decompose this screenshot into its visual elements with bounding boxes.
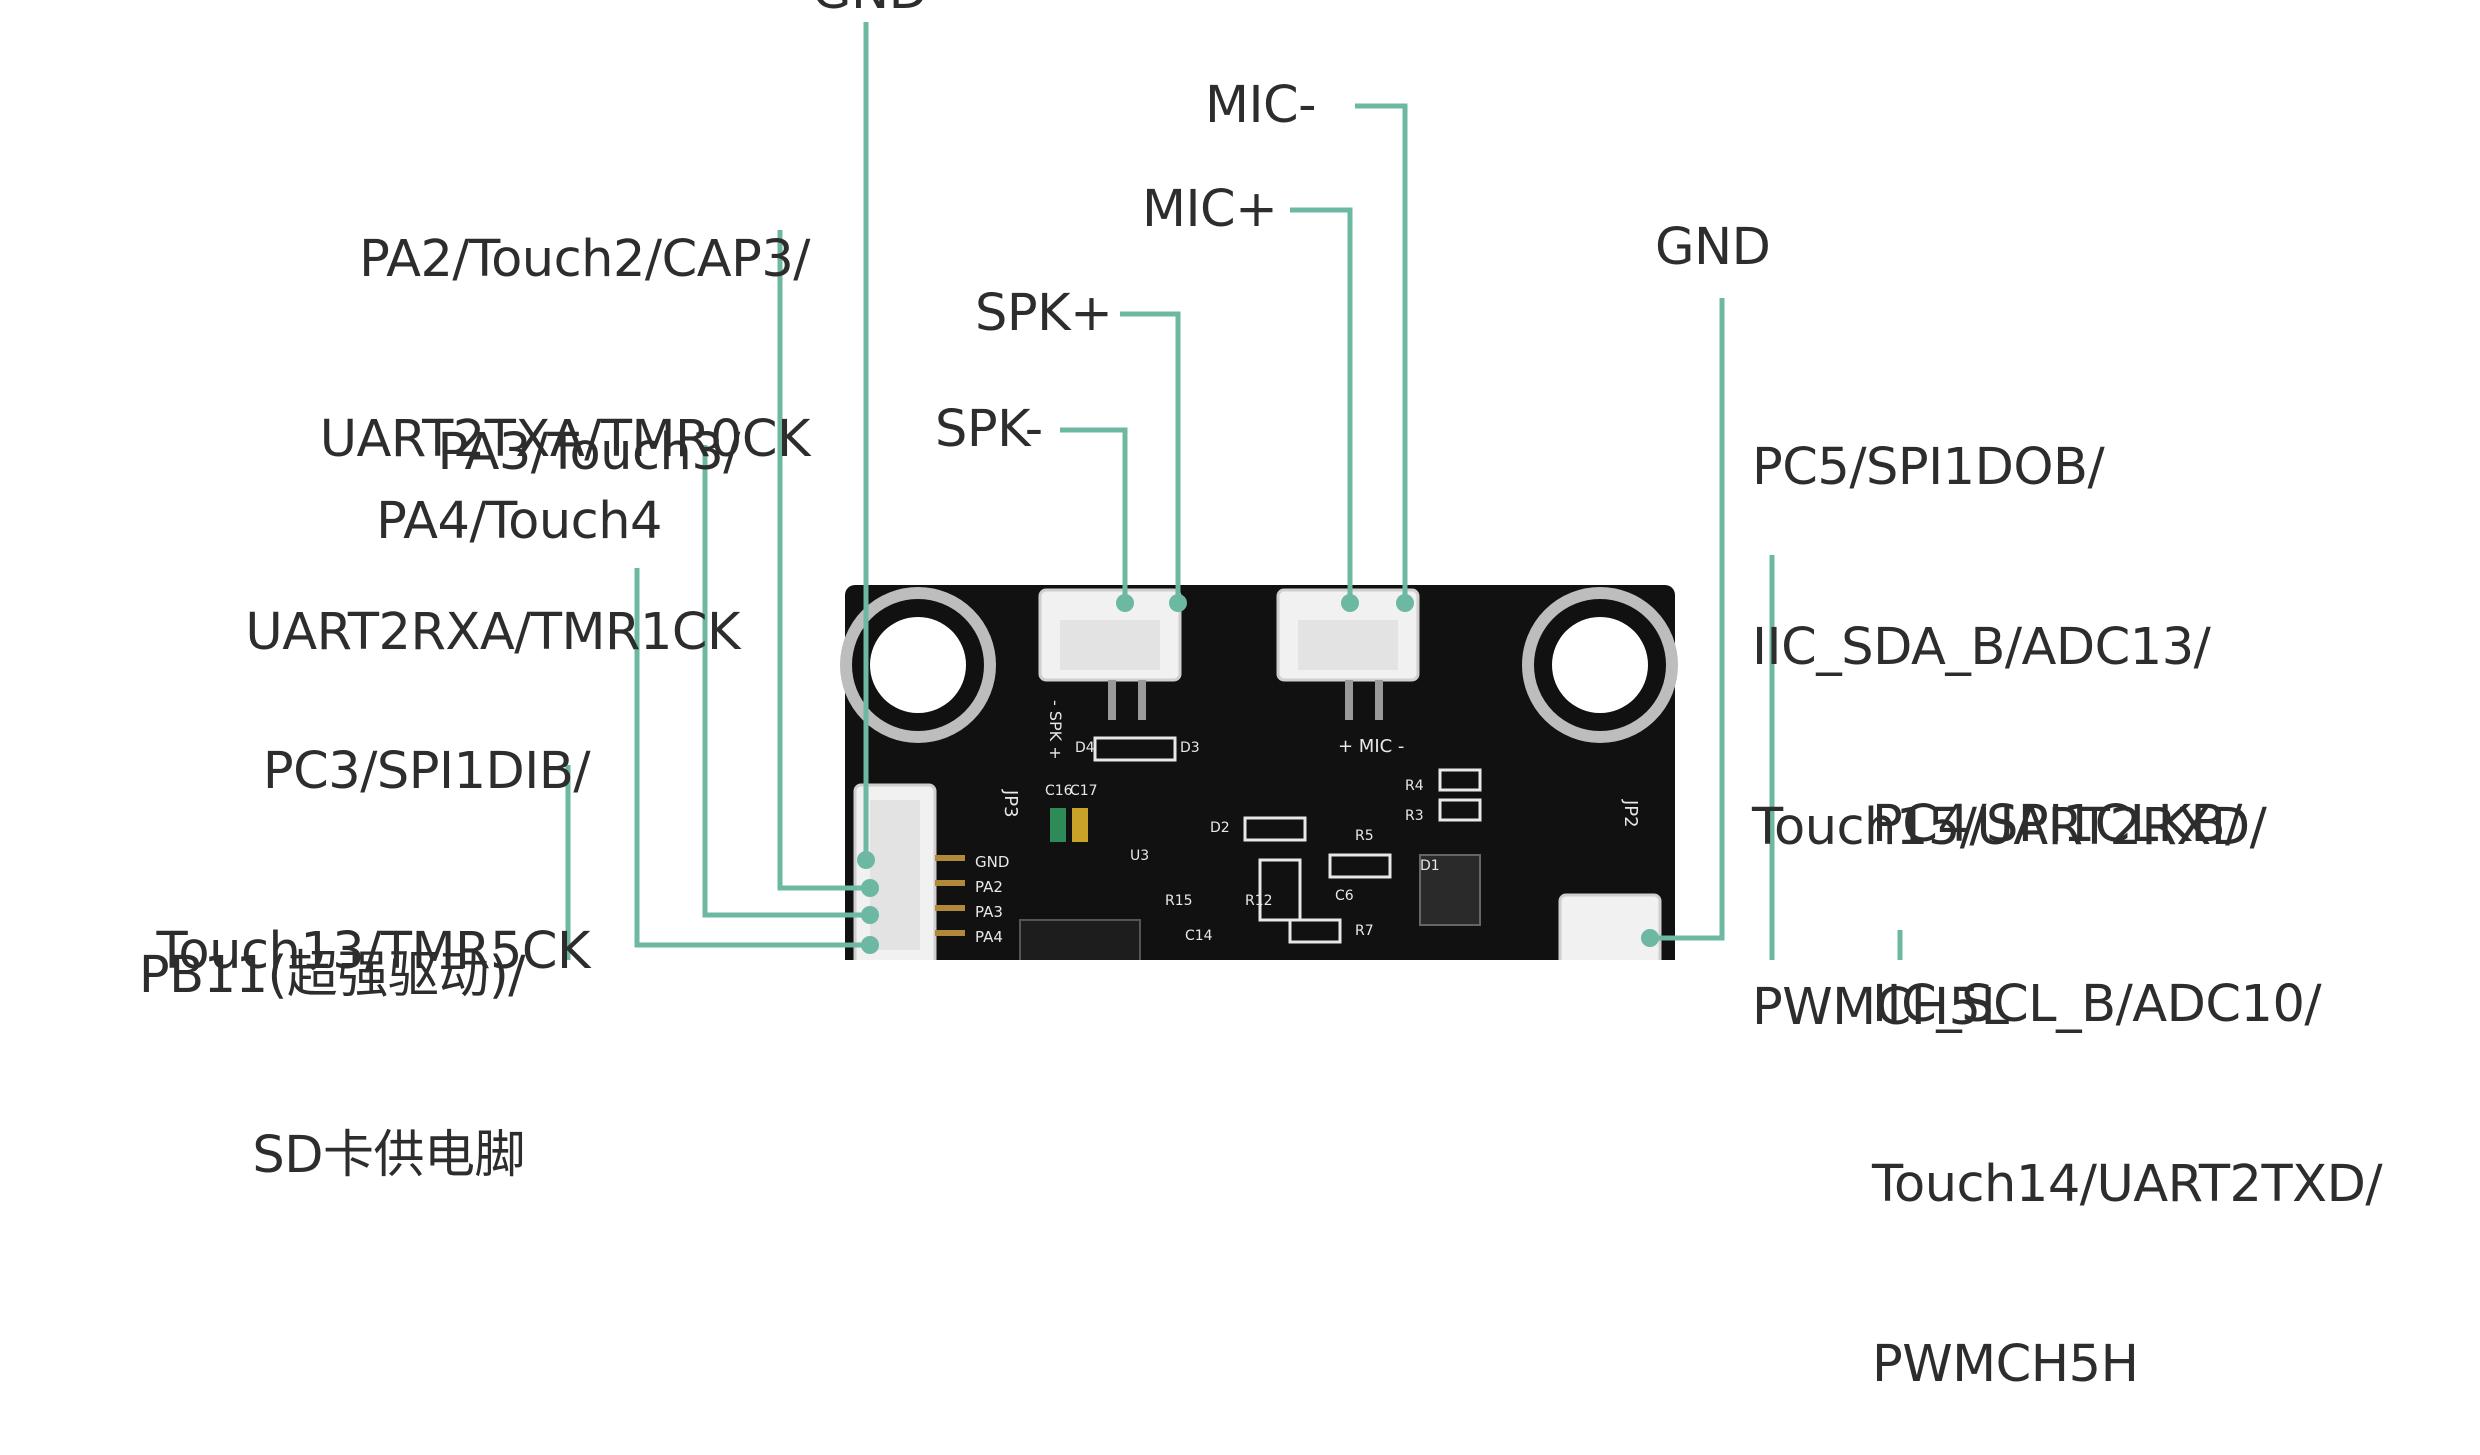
silk-jp3: JP3 xyxy=(1000,789,1021,818)
silk-c14: C14 xyxy=(1185,928,1213,944)
pinout-diagram: JP3 JP2 - SPK + + MIC - GND PA2 PA3 PA4 … xyxy=(565,22,1903,960)
label-pa3-line1: PA3/Touch3/ xyxy=(437,423,740,482)
jp3-connector xyxy=(853,783,965,960)
silk-c6: C6 xyxy=(1335,888,1354,904)
silk-r3: R3 xyxy=(1405,808,1424,824)
silk-r5: R5 xyxy=(1355,828,1374,844)
silk-mic: + MIC - xyxy=(1338,736,1404,757)
silk-components: C16 C17 D4 D3 D2 D1 U3 R5 R4 R3 R15 R12 … xyxy=(1045,740,1440,944)
leader-pa2 xyxy=(777,230,870,891)
silk-spk: - SPK + xyxy=(1046,700,1065,760)
silk-r4: R4 xyxy=(1405,778,1424,794)
silk-pin-gnd: GND xyxy=(975,853,1009,871)
silk-jp2: JP2 xyxy=(1620,799,1641,828)
leader-gnd-right xyxy=(1650,298,1725,941)
silk-pin-pa4: PA4 xyxy=(975,928,1003,946)
label-pc4: PC4/SPI1CLKB/ IIC_SCL_B/ADC10/ Touch14/U… xyxy=(1872,675,2383,1455)
label-pc5-line2: IIC_SDA_B/ADC13/ xyxy=(1752,618,2211,677)
jp2-connector xyxy=(1558,893,1662,960)
label-pc4-line3: Touch14/UART2TXD/ xyxy=(1872,1155,2383,1214)
silk-d3: D3 xyxy=(1180,740,1200,756)
silk-r7: R7 xyxy=(1355,923,1374,939)
label-pc3-line1: PC3/SPI1DIB/ xyxy=(262,742,591,801)
label-gnd-top: GND xyxy=(812,0,928,22)
silk-d1: D1 xyxy=(1420,858,1440,874)
silk-c16: C16 xyxy=(1045,783,1073,799)
leader-pa4 xyxy=(634,568,870,948)
label-mic-plus: MIC+ xyxy=(1142,180,1278,239)
mic-connector xyxy=(1276,588,1420,720)
connection-dots xyxy=(857,594,1659,954)
label-pb11-line1: PB11(超强驱动)/ xyxy=(138,946,526,1005)
spk-connector xyxy=(1038,588,1182,720)
label-pc4-line1: PC4/SPI1CLKB/ xyxy=(1872,795,2242,854)
label-gnd-right: GND xyxy=(1655,218,1771,277)
label-pc5-line1: PC5/SPI1DOB/ xyxy=(1752,438,2105,497)
label-pb11-line2: SD卡供电脚 xyxy=(252,1126,525,1185)
leader-pa3 xyxy=(702,445,870,918)
label-pa2-line2: UART2TXA/TMR0CK xyxy=(319,410,811,469)
silk-r12: R12 xyxy=(1245,893,1273,909)
leader-mic-plus xyxy=(1290,207,1353,603)
label-pb11: PB11(超强驱动)/ SD卡供电脚 xyxy=(138,826,526,1246)
silk-connector-pins: GND PA2 PA3 PA4 xyxy=(975,853,1009,946)
silk-r15: R15 xyxy=(1165,893,1193,909)
label-pc4-line2: IIC_SCL_B/ADC10/ xyxy=(1872,975,2322,1034)
silk-d2: D2 xyxy=(1210,820,1230,836)
pcb-board: JP3 JP2 - SPK + + MIC - GND PA2 PA3 PA4 … xyxy=(840,585,1678,960)
label-pa3-line2: UART2RXA/TMR1CK xyxy=(245,603,740,662)
silk-pin-pa3: PA3 xyxy=(975,903,1003,921)
label-pc5-line3: Touch15/UART2RXD/ xyxy=(1752,798,2267,857)
leader-mic-minus xyxy=(1355,103,1408,603)
label-spk-minus: SPK- xyxy=(935,400,1043,459)
label-mic-minus: MIC- xyxy=(1205,76,1317,135)
leader-spk-minus xyxy=(1060,427,1128,603)
silk-c17: C17 xyxy=(1070,783,1098,799)
silk-u3: U3 xyxy=(1130,848,1149,864)
label-spk-plus: SPK+ xyxy=(975,284,1113,343)
label-pc4-line4: PWMCH5H xyxy=(1872,1335,2139,1394)
label-pa4: PA4/Touch4 xyxy=(376,492,662,551)
label-pa2: PA2/Touch2/CAP3/ UART2TXA/TMR0CK xyxy=(319,110,811,530)
leader-spk-plus xyxy=(1120,311,1181,603)
label-pa3: PA3/Touch3/ UART2RXA/TMR1CK xyxy=(245,303,740,723)
leader-lines xyxy=(565,22,1903,960)
label-pa2-line1: PA2/Touch2/CAP3/ xyxy=(359,230,810,289)
silk-d4: D4 xyxy=(1075,740,1095,756)
silk-pin-pa2: PA2 xyxy=(975,878,1003,896)
